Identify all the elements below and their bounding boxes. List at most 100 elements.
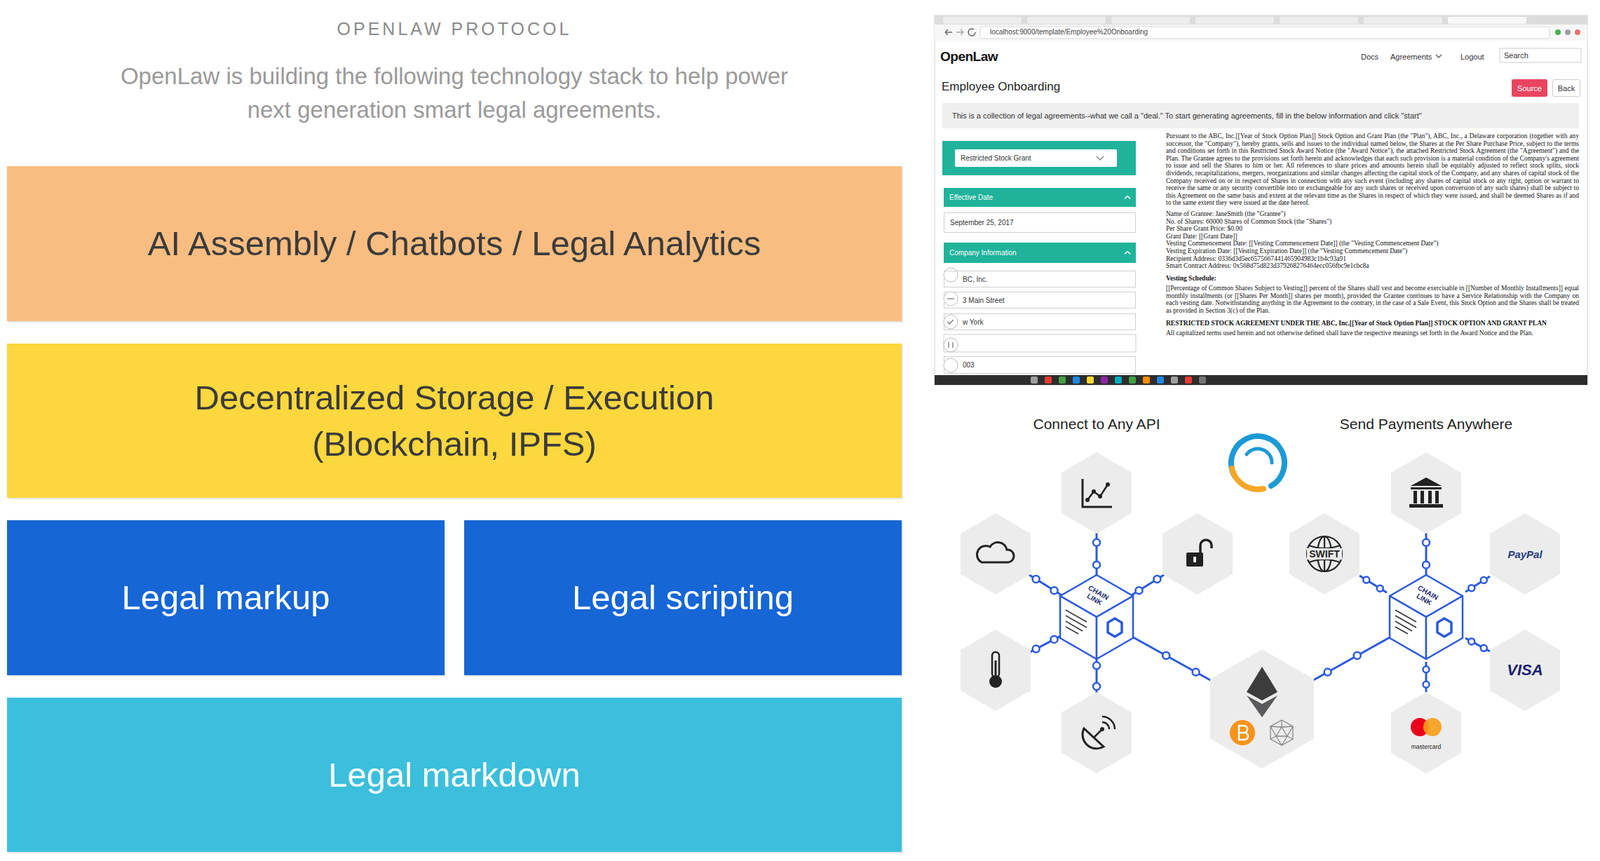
document-text: Smart Contract Address: 0x568d75d823d379… bbox=[1165, 262, 1579, 270]
stack-layer: AI Assembly / Chatbots / Legal Analytics bbox=[7, 166, 902, 322]
node-label: VISA bbox=[1506, 661, 1543, 680]
app-screenshot bbox=[1086, 376, 1094, 384]
app-screenshot bbox=[1447, 16, 1527, 24]
node-label: Back bbox=[1557, 84, 1575, 93]
chainlink-node-shape bbox=[1060, 574, 1134, 660]
app-screenshot bbox=[943, 314, 958, 329]
api-hexagon bbox=[1061, 452, 1132, 534]
stack-layer: Legal scripting bbox=[464, 520, 902, 676]
connector-layer bbox=[1423, 666, 1430, 673]
chainlink-node-shape bbox=[1395, 621, 1413, 632]
app-screenshot bbox=[1555, 29, 1561, 36]
connector-layer bbox=[1480, 577, 1488, 584]
plug-symbol bbox=[1162, 652, 1170, 660]
app-screenshot bbox=[1044, 376, 1052, 384]
plug-symbol bbox=[1153, 575, 1161, 583]
chainlink-node-shape bbox=[1395, 609, 1417, 634]
app-screenshot bbox=[1170, 376, 1178, 384]
chainlink-node: CHAIN LINK bbox=[1057, 572, 1136, 662]
api-hexagon bbox=[1097, 494, 1103, 499]
api-hexagon bbox=[1210, 649, 1314, 769]
select-field: Restricted Stock Grant bbox=[942, 140, 1136, 176]
payment-hex-shape bbox=[1423, 717, 1442, 737]
plug-symbol bbox=[1422, 561, 1430, 569]
document-text: No. of Shares: 60000 Shares of Common St… bbox=[1165, 218, 1579, 226]
app-screenshot bbox=[1156, 376, 1164, 384]
app-screenshot bbox=[943, 334, 1136, 352]
api-hexagon bbox=[960, 629, 1031, 711]
api-hexagon bbox=[1061, 452, 1132, 534]
document-text: All capitalized terms used herein and no… bbox=[1165, 329, 1579, 338]
form-section-bar-shape bbox=[1124, 196, 1131, 200]
document-text: Per Share Grant Price: $0.00 bbox=[1165, 225, 1579, 233]
chainlink-node-shape bbox=[1437, 618, 1452, 637]
select-field-shape bbox=[954, 149, 1117, 167]
app-screenshot bbox=[1114, 376, 1122, 384]
stack-layer: Decentralized Storage / Execution (Block… bbox=[7, 343, 902, 498]
plug-symbol bbox=[1032, 575, 1040, 583]
plug-symbol bbox=[1093, 682, 1101, 690]
input-field: 3 Main Street bbox=[943, 291, 1136, 309]
chainlink-node-shape bbox=[1389, 595, 1427, 660]
app-screenshot bbox=[1279, 16, 1359, 24]
chainlink-node-shape bbox=[1065, 615, 1087, 628]
app-screenshot bbox=[945, 29, 953, 36]
api-hexagon bbox=[1410, 487, 1442, 490]
api-hexagon bbox=[976, 542, 1014, 563]
node-label: mastercard bbox=[1411, 743, 1442, 751]
app-screenshot bbox=[1198, 376, 1206, 384]
app-screenshot bbox=[943, 267, 958, 282]
address-url: localhost:9000/template/Employee%20Onboa… bbox=[990, 28, 1148, 37]
app-screenshot bbox=[934, 15, 1588, 385]
api-hexagon bbox=[1420, 490, 1425, 504]
node-label: Restricted Stock Grant bbox=[960, 154, 1032, 162]
page-title: OPENLAW PROTOCOL bbox=[0, 18, 909, 40]
chainlink-node-shape bbox=[1065, 621, 1083, 632]
app-button: Back bbox=[1552, 79, 1581, 97]
app-screenshot bbox=[1128, 376, 1136, 384]
api-hexagon bbox=[960, 452, 1462, 774]
nav-link: Logout bbox=[1460, 52, 1485, 62]
api-hexagon bbox=[1162, 513, 1233, 595]
payment-hex: PayPal bbox=[1489, 513, 1561, 595]
chainlink-node-shape bbox=[1065, 626, 1079, 634]
connector-line bbox=[1465, 638, 1490, 652]
payment-hex-shape bbox=[1391, 692, 1462, 774]
node-label: Decentralized Storage / Execution (Block… bbox=[145, 374, 763, 467]
app-screenshot bbox=[1499, 48, 1582, 63]
api-hexagon bbox=[1091, 489, 1096, 494]
node-label: Legal markdown bbox=[328, 751, 581, 798]
form-section-bar: Company Information bbox=[943, 242, 1136, 263]
chainlink-node-shape bbox=[1060, 595, 1097, 660]
node-label: w York bbox=[962, 318, 983, 327]
document-text: Name of Grantee: JaneSmith (the "Grantee… bbox=[1165, 210, 1579, 219]
plug-symbol bbox=[1324, 668, 1332, 676]
payment-hex: VISA bbox=[1489, 629, 1561, 711]
app-screenshot bbox=[968, 28, 976, 36]
chainlink-node: CHAIN LINK bbox=[1386, 572, 1466, 662]
chainlink-node-shape bbox=[1065, 609, 1087, 622]
app-screenshot bbox=[980, 26, 1550, 39]
connector-layer bbox=[1423, 681, 1430, 688]
subtitle-text: OpenLaw is building the following techno… bbox=[107, 59, 802, 127]
app-screenshot bbox=[948, 342, 953, 348]
api-hexagon bbox=[1391, 452, 1462, 534]
api-hexagon bbox=[960, 513, 1031, 595]
node-label: Legal scripting bbox=[572, 574, 794, 621]
api-hexagon bbox=[1413, 490, 1418, 504]
payment-hex: mastercard bbox=[1391, 692, 1462, 774]
payment-hex-shape bbox=[1289, 513, 1360, 595]
chainlink-node-shape bbox=[1065, 609, 1087, 634]
api-hexagon bbox=[1186, 552, 1204, 567]
api-hexagon bbox=[1428, 490, 1432, 504]
document-body: Pursuant to the ABC, Inc.[[Year of Stock… bbox=[1165, 132, 1579, 341]
app-screenshot bbox=[1100, 376, 1108, 384]
document-text: Vesting Schedule: bbox=[1165, 274, 1579, 283]
document-text: Recipient Address: 0336d3d5ec65756674414… bbox=[1165, 255, 1579, 263]
connector-layer bbox=[1468, 584, 1475, 592]
info-bar: This is a collection of legal agreements… bbox=[942, 103, 1579, 129]
node-label: BC, Inc. bbox=[962, 275, 988, 284]
chainlink-logo bbox=[1231, 436, 1285, 490]
node-label: Effective Date bbox=[949, 193, 993, 202]
api-hexagon bbox=[1270, 720, 1293, 746]
